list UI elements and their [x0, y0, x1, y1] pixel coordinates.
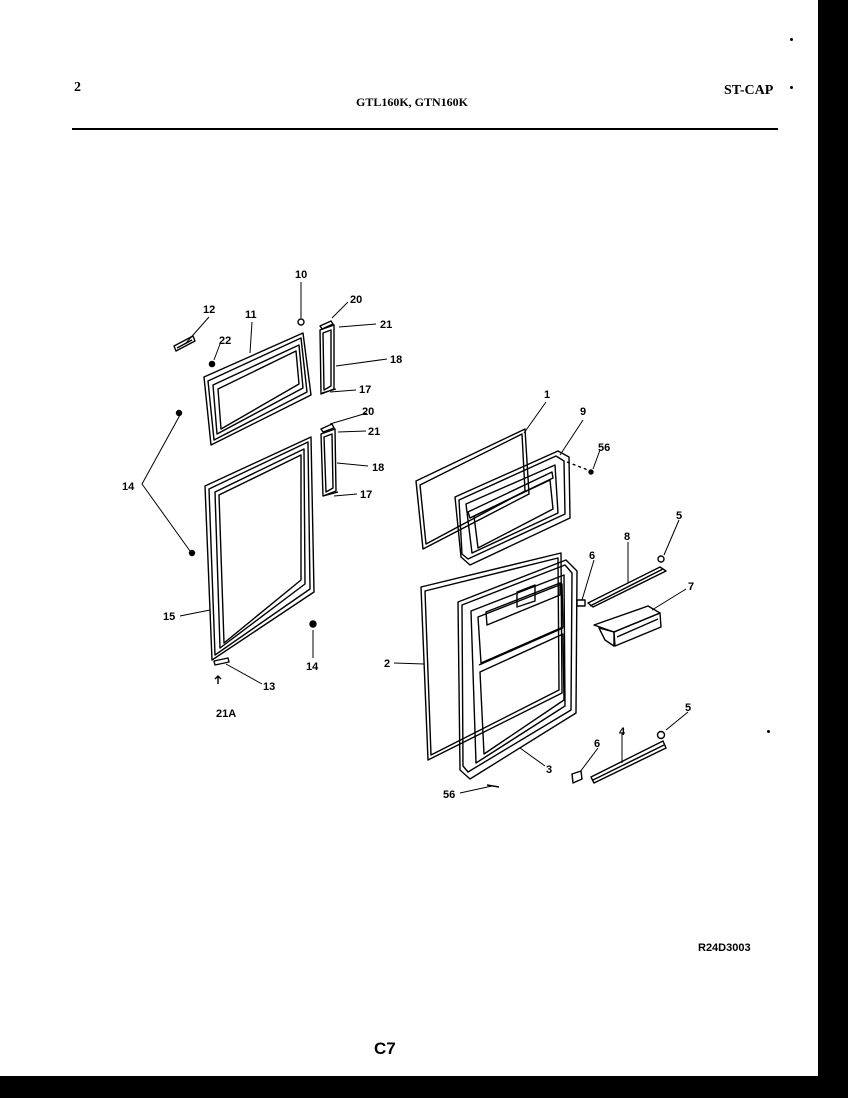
callout-56-top: 56 [598, 442, 610, 454]
callout-6-lower: 6 [594, 738, 600, 750]
page-number: 2 [74, 80, 81, 95]
part-56-top [588, 469, 594, 475]
section-code: ST-CAP [724, 83, 774, 98]
header-rule [72, 128, 778, 130]
freezer-door-gasket [203, 332, 312, 446]
part-21A [214, 675, 222, 684]
door-shelf-bar-upper [587, 555, 667, 608]
part-6-lower [571, 770, 583, 784]
callout-17-upper: 17 [359, 384, 371, 396]
callout-15: 15 [163, 611, 175, 623]
callout-21A: 21A [216, 708, 236, 720]
callout-9: 9 [580, 406, 586, 418]
callout-21-lower: 21 [368, 426, 380, 438]
leader-lines-right [393, 401, 689, 794]
exploded-view-diagram: 10 12 11 22 20 21 18 17 20 21 18 17 14 1… [122, 269, 694, 801]
callout-56-bottom: 56 [443, 789, 455, 801]
scan-speck [790, 86, 793, 89]
page-code: C7 [374, 1039, 396, 1058]
callout-14-left: 14 [122, 481, 135, 493]
callout-7: 7 [688, 581, 694, 593]
callout-14-bottom: 14 [306, 661, 319, 673]
callout-4: 4 [619, 726, 626, 738]
fresh-food-door-gasket [204, 436, 315, 661]
parts-diagram-sheet: 2 GTL160K, GTN160K ST-CAP [0, 0, 818, 1076]
callout-labels: 10 12 11 22 20 21 18 17 20 21 18 17 14 1… [122, 269, 694, 801]
callout-22: 22 [219, 335, 231, 347]
model-numbers: GTL160K, GTN160K [356, 95, 469, 109]
part-14-plug [309, 620, 317, 628]
callout-10: 10 [295, 269, 307, 281]
part-56-bottom [486, 784, 500, 788]
callout-11: 11 [245, 309, 257, 321]
callout-21-upper: 21 [380, 319, 392, 331]
callout-2: 2 [384, 658, 390, 670]
scan-speck [790, 38, 793, 41]
fresh-food-door [457, 559, 578, 780]
callout-6-upper: 6 [589, 550, 595, 562]
hinge-cover-upper [319, 320, 337, 395]
callout-8: 8 [624, 531, 630, 543]
leader-lines-left [141, 282, 388, 685]
callout-20-lower: 20 [362, 406, 374, 418]
part-22 [208, 360, 216, 368]
fresh-food-door-liner [420, 552, 563, 761]
callout-1: 1 [544, 389, 550, 401]
dashed-leader-56 [566, 461, 589, 471]
part-13 [213, 657, 230, 666]
part-10 [297, 318, 305, 326]
callout-5-lower: 5 [685, 702, 691, 714]
freezer-door [454, 450, 571, 566]
part-12 [173, 335, 196, 352]
scan-speck [767, 730, 770, 733]
door-bin [593, 605, 662, 647]
part-14-screw-bottom [188, 549, 196, 557]
hinge-cover-lower [320, 423, 339, 497]
callout-5-upper: 5 [676, 510, 682, 522]
door-shelf-bar-lower [590, 730, 667, 784]
part-6-upper [576, 599, 586, 607]
callout-18-lower: 18 [372, 462, 384, 474]
part-14-screw-top [175, 409, 183, 417]
callout-3: 3 [546, 764, 552, 776]
callout-18-upper: 18 [390, 354, 402, 366]
callout-20-upper: 20 [350, 294, 362, 306]
callout-12: 12 [203, 304, 215, 316]
callout-17-lower: 17 [360, 489, 372, 501]
callout-13: 13 [263, 681, 275, 693]
drawing-id: R24D3003 [698, 942, 751, 954]
